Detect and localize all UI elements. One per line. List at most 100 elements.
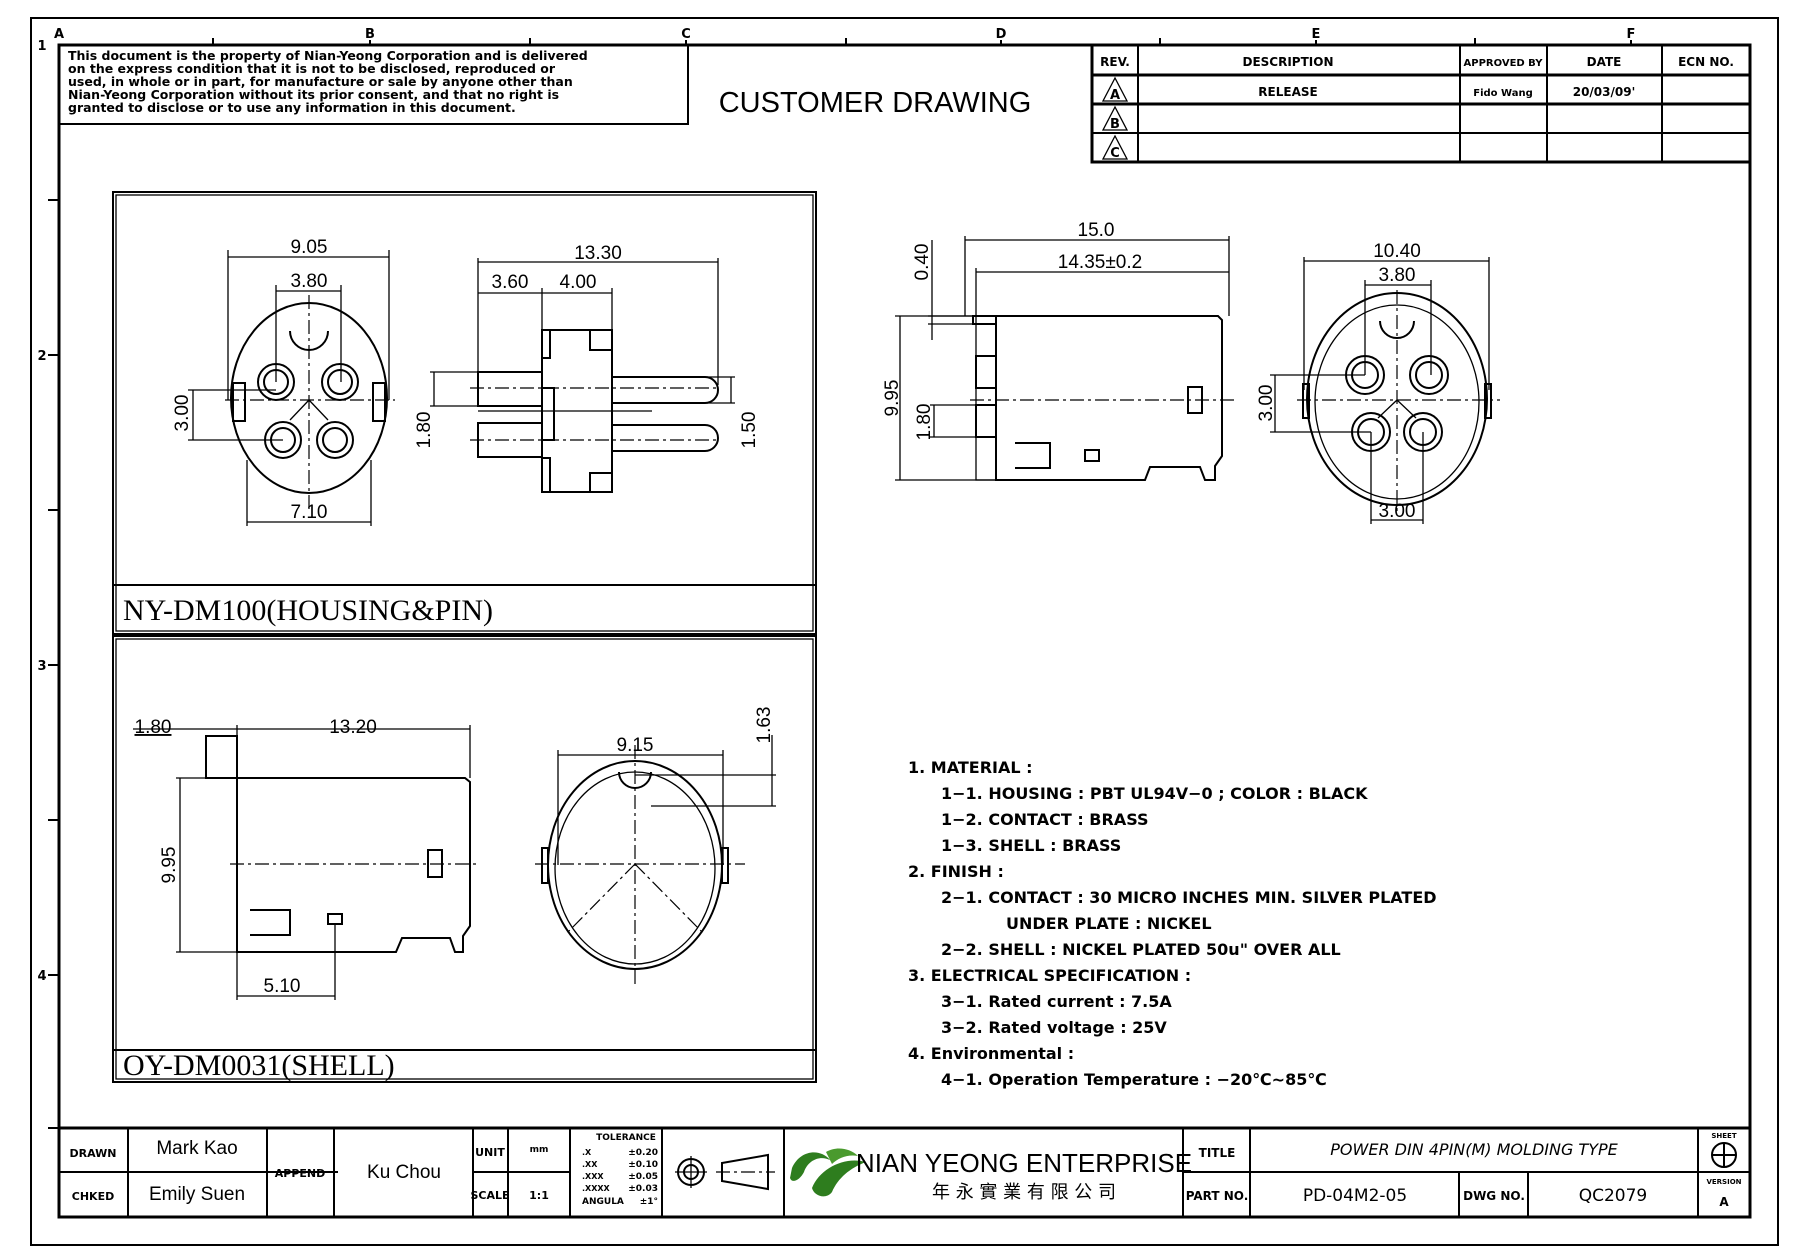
dim-label: 15.0 [1078,220,1115,241]
rev-header: REV. [1100,55,1130,69]
disclaimer-line: This document is the property of Nian-Ye… [68,48,588,63]
dim-label: 3.60 [492,272,529,293]
dim-label: 5.10 [264,976,301,997]
dim-label: 3.80 [1379,265,1416,286]
note-line: 1−1. HOUSING : PBT UL94V−0 ; COLOR : BLA… [941,784,1368,803]
tolerance-value: ±0.03 [628,1184,658,1194]
dim-label: 3.00 [1379,501,1416,522]
dim-label: 0.40 [912,244,933,281]
dim-label: 1.80 [414,412,435,449]
tolerance-key: .X [582,1148,592,1157]
note-line: 4−1. Operation Temperature : −20℃~85℃ [941,1070,1327,1089]
assembly-side-view: 15.0 14.35±0.2 0.40 9.95 1.80 [882,220,1235,481]
tolerance-key: ANGULA [582,1197,624,1207]
ecn-header: ECN NO. [1678,55,1734,69]
disclaimer-line: granted to disclose or to use any inform… [68,100,516,115]
dim-label: 14.35±0.2 [1058,252,1142,273]
unit-label: UNIT [475,1146,505,1159]
col-label: F [1627,27,1636,42]
shell-front-view: 9.15 1.63 [535,707,776,985]
version-label: VERSION [1706,1178,1741,1186]
dim-label: 3.00 [172,395,193,432]
tolerance-key: .XX [582,1160,598,1169]
disclaimer-line: used, in whole or in part, for manufactu… [68,74,573,89]
shell-part-label: OY-DM0031(SHELL) [123,1049,395,1082]
version-value: A [1719,1195,1729,1209]
dim-label: 1.80 [914,404,935,441]
dim-label: 1.63 [754,707,775,744]
col-label: C [681,27,691,42]
disclaimer-box: This document is the property of Nian-Ye… [58,44,689,125]
company-logo-icon [790,1148,866,1197]
rev-description: RELEASE [1258,85,1317,99]
col-label: E [1312,27,1321,42]
dim-label: 9.15 [617,735,654,756]
approved-by-header: APPROVED BY [1464,58,1544,69]
append-value: Ku Chou [367,1162,441,1183]
dim-label: 3.00 [1256,385,1277,422]
dwg-no-label: DWG NO. [1463,1189,1525,1203]
revision-table: REV. DESCRIPTION APPROVED BY DATE ECN NO… [1090,43,1752,164]
rev-letter: C [1110,146,1120,161]
column-labels: A B C D E F [54,27,1635,45]
title-label: TITLE [1199,1146,1236,1160]
title-value: POWER DIN 4PIN(M) MOLDING TYPE [1330,1140,1618,1159]
company-name-chinese: 年 永 實 業 有 限 公 司 [932,1182,1116,1203]
dim-label: 3.80 [291,271,328,292]
title-block: DRAWN Mark Kao CHKED Emily Suen APPEND K… [57,1126,1752,1219]
tolerance-key: .XXX [582,1172,604,1181]
row-label: 3 [37,659,46,674]
tolerance-key: .XXXX [582,1184,611,1193]
note-line: 2. FINISH : [908,862,1004,881]
note-line: 2−1. CONTACT : 30 MICRO INCHES MIN. SILV… [941,888,1437,907]
rev-approved-by: Fido Wang [1473,88,1532,99]
note-line: 2−2. SHELL : NICKEL PLATED 50u" OVER ALL [941,940,1341,959]
housing-panel: NY-DM100(HOUSING&PIN) 9.05 3. [112,191,817,635]
sheet-symbol-icon [1711,1142,1737,1168]
dim-label: 9.95 [882,380,903,417]
dim-label: 9.95 [159,847,180,884]
checked-value: Emily Suen [149,1184,245,1205]
rev-letter: A [1110,88,1120,103]
disclaimer-line: on the express condition that it is not … [68,61,556,76]
tolerance-title: TOLERANCE [596,1133,656,1143]
housing-front-view: 9.05 3.80 3.00 7.10 [172,237,395,526]
assembly-front-view: 10.40 3.80 3.00 3.00 [1256,241,1500,524]
dim-label: 7.10 [291,502,328,523]
row-labels: 1 2 3 4 [37,39,59,1129]
disclaimer-line: Nian-Yeong Corporation without its prior… [68,87,559,102]
dim-label: 1.50 [739,412,760,449]
rev-letter: B [1110,117,1120,132]
col-label: B [365,27,375,42]
note-line: UNDER PLATE : NICKEL [1006,914,1212,933]
shell-side-view: 1.80 13.20 9.95 5.10 [133,717,480,1000]
note-line: 3−1. Rated current : 7.5A [941,992,1172,1011]
date-header: DATE [1587,55,1622,69]
scale-label: SCALE [470,1189,509,1202]
housing-side-view: 13.30 3.60 4.00 1.80 1.50 [414,243,760,493]
part-no-value: PD-04M2-05 [1303,1186,1407,1206]
tolerance-value: ±1° [640,1197,658,1207]
unit-value: mm [530,1145,549,1155]
note-line: 4. Environmental : [908,1044,1074,1063]
outer-frame [30,17,1779,1246]
scale-value: 1:1 [529,1189,549,1202]
row-label: 4 [37,969,46,984]
sheet-label: SHEET [1711,1132,1736,1140]
part-no-label: PART NO. [1186,1189,1249,1203]
tolerance-value: ±0.10 [628,1160,658,1170]
note-line: 1−3. SHELL : BRASS [941,836,1121,855]
tolerance-box: TOLERANCE .X ±0.20 .XX ±0.10 .XXX ±0.05 … [582,1133,658,1207]
shell-panel: OY-DM0031(SHELL) 1.80 13.20 9.95 5.10 [112,635,817,1083]
col-label: D [996,27,1007,42]
specification-notes: 1. MATERIAL :1−1. HOUSING : PBT UL94V−0 … [908,758,1437,1089]
row-label: 2 [37,349,46,364]
row-label: 1 [37,39,46,54]
rev-triangle-icon [1101,134,1129,160]
note-line: 3. ELECTRICAL SPECIFICATION : [908,966,1191,985]
rev-triangle-icon [1101,76,1129,102]
append-label: APPEND [275,1167,326,1180]
drawing-title: CUSTOMER DRAWING [719,87,1032,119]
tolerance-value: ±0.05 [628,1172,658,1182]
